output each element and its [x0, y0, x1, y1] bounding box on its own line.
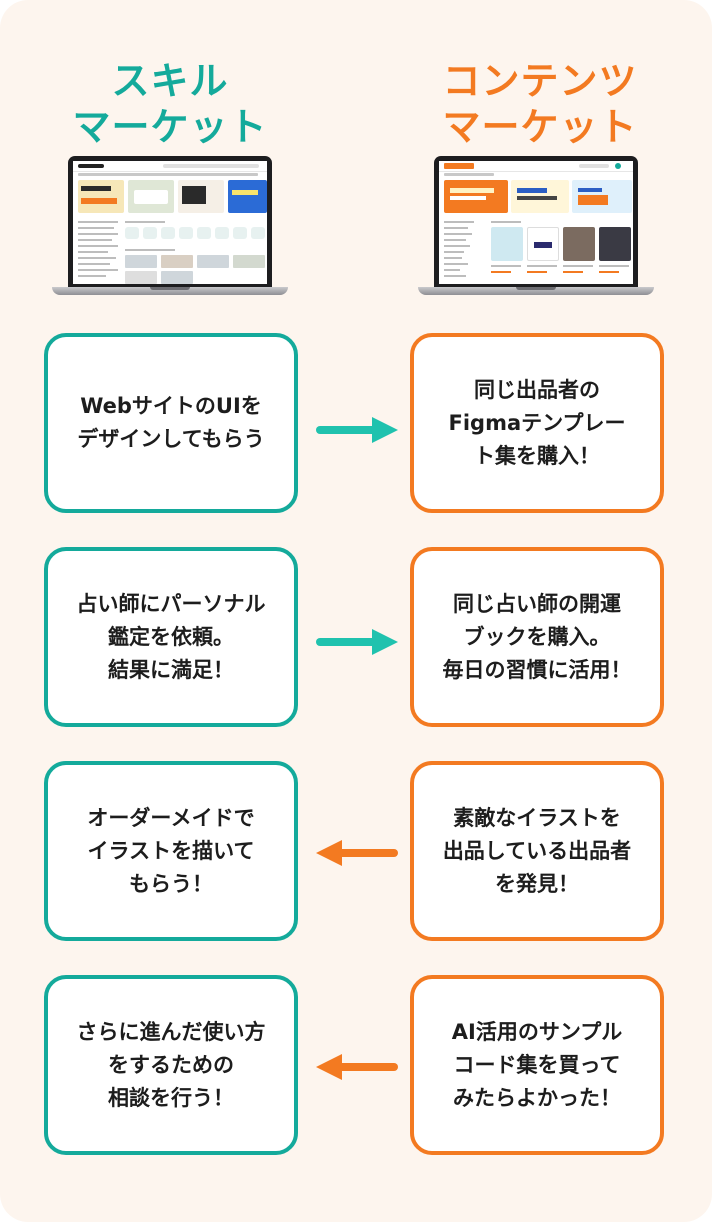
category-tile: [215, 227, 229, 239]
banner-1: [444, 180, 508, 213]
service-thumbnail: [233, 255, 265, 268]
banner-3: [178, 180, 224, 213]
skill-card-3-line-2: イラストを描いて: [87, 838, 255, 863]
skill-card-2-line-2: 鑑定を依頼。: [108, 624, 234, 649]
content-card-2-line-3: 毎日の習慣に活用！: [442, 657, 632, 682]
content-card-4-line-3: みたらよかった！: [453, 1085, 621, 1110]
avatar: [615, 163, 621, 169]
content-card-1-line-3: ト集を購入！: [474, 443, 600, 468]
service-thumbnail: [197, 255, 229, 268]
site-header: [439, 161, 633, 172]
laptop-base: [418, 287, 654, 295]
category-tile: [233, 227, 247, 239]
arrow-right-icon: [316, 417, 398, 443]
skill-market-screen: [73, 161, 267, 284]
laptop-lid: [68, 156, 272, 288]
service-thumbnail: [161, 255, 193, 268]
skill-market-laptop: [52, 156, 288, 298]
content-market-laptop: [418, 156, 654, 298]
content-card-1: 同じ出品者の Figmaテンプレー ト集を購入！: [410, 333, 664, 513]
skill-card-4-line-1: さらに進んだ使い方: [76, 1019, 266, 1044]
skill-card-1-line-2: デザインしてもらう: [77, 427, 265, 451]
skill-card-3-line-1: オーダーメイドで: [87, 805, 255, 830]
content-card-4: AI活用のサンプル コード集を買って みたらよかった！: [410, 975, 664, 1155]
content-card-2-line-1: 同じ占い師の開運: [453, 591, 621, 616]
skill-market-heading-line-1: スキル: [111, 59, 229, 103]
service-thumbnail: [161, 271, 193, 284]
product-card-image: [599, 227, 631, 261]
banner-4: [228, 180, 267, 213]
product-card-image: [563, 227, 595, 261]
laptop-lid: [434, 156, 638, 288]
category-tile: [197, 227, 211, 239]
service-thumbnail: [125, 255, 157, 268]
content-card-1-line-2: Figmaテンプレー: [448, 410, 626, 435]
laptop-base: [52, 287, 288, 295]
banner-3: [572, 180, 632, 213]
header-links: [163, 164, 259, 168]
product-card-image: [527, 227, 559, 261]
coconala-contents-logo: [444, 163, 474, 169]
laptop-notch: [516, 287, 556, 290]
content-card-3-line-3: を発見！: [495, 871, 579, 896]
skill-card-1-line-1: WebサイトのUIを: [80, 394, 262, 418]
skill-card-3: オーダーメイドで イラストを描いて もらう！: [44, 761, 298, 941]
banner-2: [511, 180, 569, 213]
arrow-left-icon: [316, 840, 398, 866]
laptop-notch: [150, 287, 190, 290]
skill-card-4-line-2: をするための: [108, 1052, 234, 1077]
banner-1: [78, 180, 124, 213]
category-tile: [179, 227, 193, 239]
arrow-right-icon: [316, 629, 398, 655]
content-card-4-line-2: コード集を買って: [453, 1052, 621, 1077]
product-card-image: [491, 227, 523, 261]
content-card-2-line-2: ブックを購入。: [463, 624, 611, 649]
content-card-3-line-2: 出品している出品者: [442, 838, 632, 863]
content-card-1-line-1: 同じ出品者の: [474, 377, 600, 402]
category-nav: [444, 173, 494, 176]
content-market-heading: コンテンツ マーケット: [410, 58, 670, 150]
category-tile: [251, 227, 265, 239]
content-card-3-line-1: 素敵なイラストを: [453, 805, 621, 830]
category-tile: [125, 227, 139, 239]
content-market-heading-line-2: マーケット: [442, 105, 638, 149]
skill-card-2: 占い師にパーソナル 鑑定を依頼。 結果に満足！: [44, 547, 298, 727]
content-market-heading-line-1: コンテンツ: [442, 59, 638, 103]
content-market-screen: [439, 161, 633, 284]
category-tile: [161, 227, 175, 239]
content-card-4-line-1: AI活用のサンプル: [451, 1019, 623, 1044]
skill-card-3-line-3: もらう！: [128, 871, 213, 896]
skill-card-2-line-1: 占い師にパーソナル: [76, 591, 266, 616]
skill-market-heading: スキル マーケット: [40, 58, 300, 150]
content-card-2: 同じ占い師の開運 ブックを購入。 毎日の習慣に活用！: [410, 547, 664, 727]
skill-market-heading-line-2: マーケット: [72, 105, 268, 149]
skill-card-4-line-3: 相談を行う！: [108, 1085, 234, 1110]
banner-2: [128, 180, 174, 213]
coconala-logo: [78, 164, 104, 168]
skill-card-4: さらに進んだ使い方 をするための 相談を行う！: [44, 975, 298, 1155]
arrow-left-icon: [316, 1054, 398, 1080]
skill-card-2-line-3: 結果に満足！: [108, 657, 234, 682]
category-tile: [143, 227, 157, 239]
category-nav: [78, 173, 258, 176]
skill-card-1: WebサイトのUIを デザインしてもらう: [44, 333, 298, 513]
content-card-3: 素敵なイラストを 出品している出品者 を発見！: [410, 761, 664, 941]
service-thumbnail: [125, 271, 157, 284]
